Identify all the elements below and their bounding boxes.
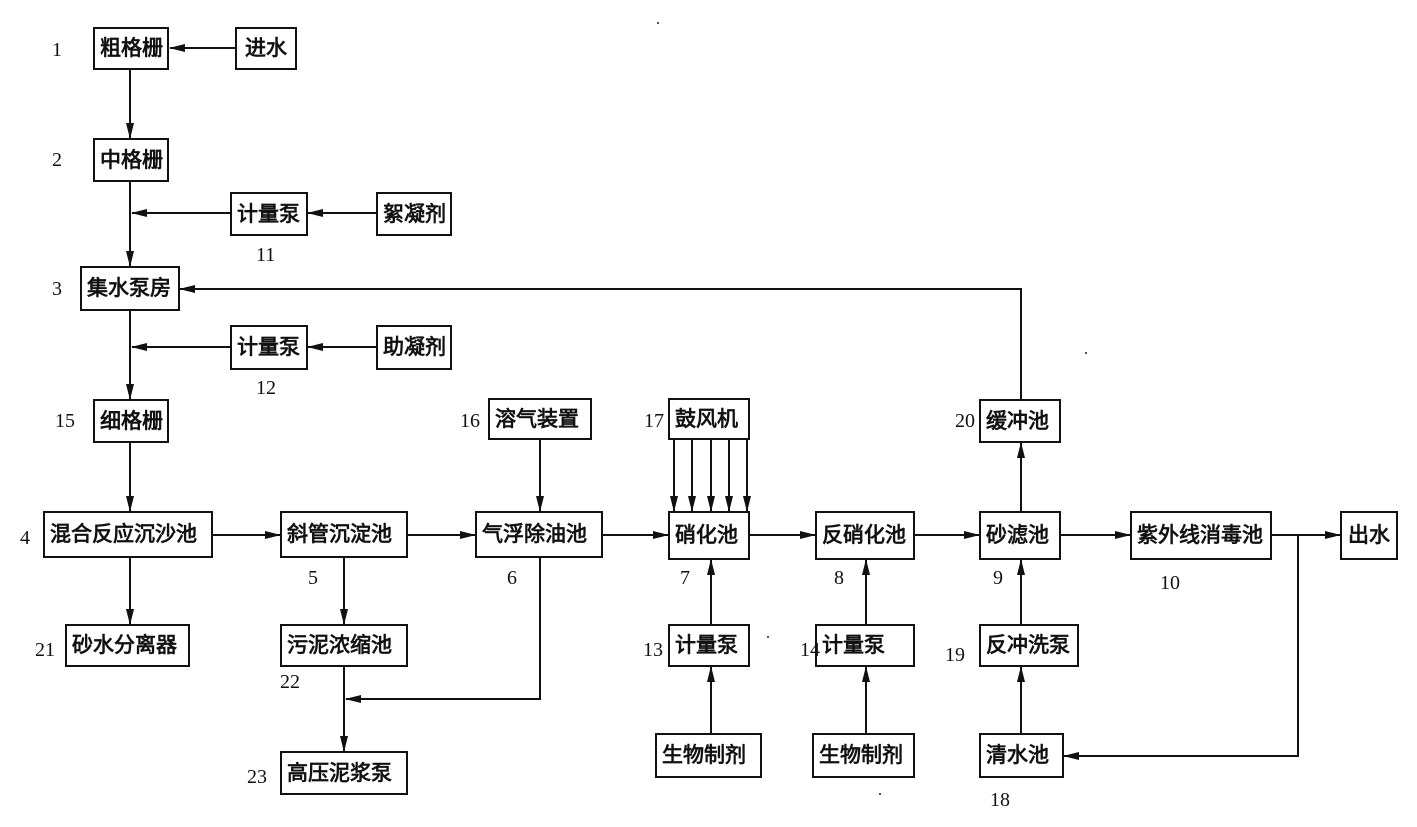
box-outlet: 出水 [1340,511,1398,560]
number-13: 13 [643,639,663,661]
box-medium-grid-label: 中格栅 [100,147,163,172]
scan-speck [657,22,659,24]
box-dissolved-air-label: 溶气装置 [495,406,579,431]
box-nitrify-label: 硝化池 [675,523,738,547]
number-4: 4 [20,527,30,549]
box-pump-13: 计量泵 [668,624,750,667]
arrow-buffer-to-sump [179,285,1022,399]
number-16: 16 [460,410,480,432]
box-outlet-label: 出水 [1348,523,1390,547]
box-fine-grid: 细格栅 [93,399,169,443]
box-fine-grid-label: 细格栅 [100,408,163,433]
box-sludge-pump-label: 高压泥浆泵 [287,760,392,785]
box-coarse-grid-label: 粗格栅 [100,36,163,60]
arrow-outlet-to-clear-water [1063,535,1299,760]
number-6: 6 [507,567,517,589]
box-pump-14-label: 计量泵 [822,633,885,657]
box-blower: 鼓风机 [668,398,750,440]
number-8: 8 [834,567,844,589]
number-1: 1 [52,39,62,61]
box-tube-settler-label: 斜管沉淀池 [287,522,392,546]
box-daf-label: 气浮除油池 [482,522,587,546]
box-coarse-grid: 粗格栅 [93,27,169,70]
number-10: 10 [1160,572,1180,594]
number-14: 14 [800,639,820,661]
box-thickener-label: 污泥浓缩池 [287,633,392,657]
box-bio-agent-14-label: 生物制剂 [819,743,903,767]
box-pump-14: 计量泵 [815,624,915,667]
box-clear-water: 清水池 [979,733,1064,778]
box-sump: 集水泵房 [80,266,180,311]
box-sand-filter-label: 砂滤池 [986,523,1049,547]
box-buffer-label: 缓冲池 [986,408,1049,433]
box-clear-water-label: 清水池 [986,743,1049,767]
box-denitrify: 反硝化池 [815,511,915,560]
box-flocculant: 絮凝剂 [376,192,452,236]
box-pump-11-label: 计量泵 [237,201,300,226]
scan-speck [767,636,769,638]
box-coagulant-label: 助凝剂 [383,335,446,359]
box-inlet-label: 进水 [245,36,287,60]
number-20: 20 [955,410,975,432]
number-17: 17 [644,410,664,432]
number-15: 15 [55,410,75,432]
box-sump-label: 集水泵房 [87,276,171,300]
box-medium-grid: 中格栅 [93,138,169,182]
box-bio-agent-14: 生物制剂 [812,733,915,778]
number-22: 22 [280,671,300,693]
box-blower-label: 鼓风机 [675,406,738,431]
number-23: 23 [247,766,267,788]
box-backwash-pump: 反冲洗泵 [979,624,1079,667]
box-buffer: 缓冲池 [979,399,1061,443]
number-12: 12 [256,377,276,399]
scan-speck [879,793,881,795]
number-2: 2 [52,149,62,171]
box-coagulant: 助凝剂 [376,325,452,370]
box-sand-filter: 砂滤池 [979,511,1061,560]
scan-speck [1085,352,1087,354]
box-flocculant-label: 絮凝剂 [383,201,446,226]
number-11: 11 [256,244,276,266]
box-daf: 气浮除油池 [475,511,603,558]
box-bio-agent-13-label: 生物制剂 [662,743,746,767]
box-bio-agent-13: 生物制剂 [655,733,762,778]
box-uv: 紫外线消毒池 [1130,511,1272,560]
number-21: 21 [35,639,55,661]
box-mix-grit: 混合反应沉沙池 [43,511,213,558]
box-grit-separator-label: 砂水分离器 [72,633,177,657]
box-uv-label: 紫外线消毒池 [1137,523,1263,547]
box-pump-12-label: 计量泵 [237,335,300,359]
box-thickener: 污泥浓缩池 [280,624,408,667]
number-7: 7 [680,567,690,589]
box-tube-settler: 斜管沉淀池 [280,511,408,558]
box-pump-12: 计量泵 [230,325,308,370]
box-sludge-pump: 高压泥浆泵 [280,751,408,795]
arrow-daf-to-sludge-line [345,558,541,703]
box-nitrify: 硝化池 [668,511,750,560]
box-pump-13-label: 计量泵 [675,633,738,657]
box-backwash-pump-label: 反冲洗泵 [986,633,1070,657]
box-inlet: 进水 [235,27,297,70]
box-dissolved-air: 溶气装置 [488,398,592,440]
number-5: 5 [308,567,318,589]
number-18: 18 [990,789,1010,811]
box-denitrify-label: 反硝化池 [822,523,906,547]
box-grit-separator: 砂水分离器 [65,624,190,667]
number-9: 9 [993,567,1003,589]
number-3: 3 [52,278,62,300]
number-19: 19 [945,644,965,666]
box-pump-11: 计量泵 [230,192,308,236]
box-mix-grit-label: 混合反应沉沙池 [50,522,197,546]
